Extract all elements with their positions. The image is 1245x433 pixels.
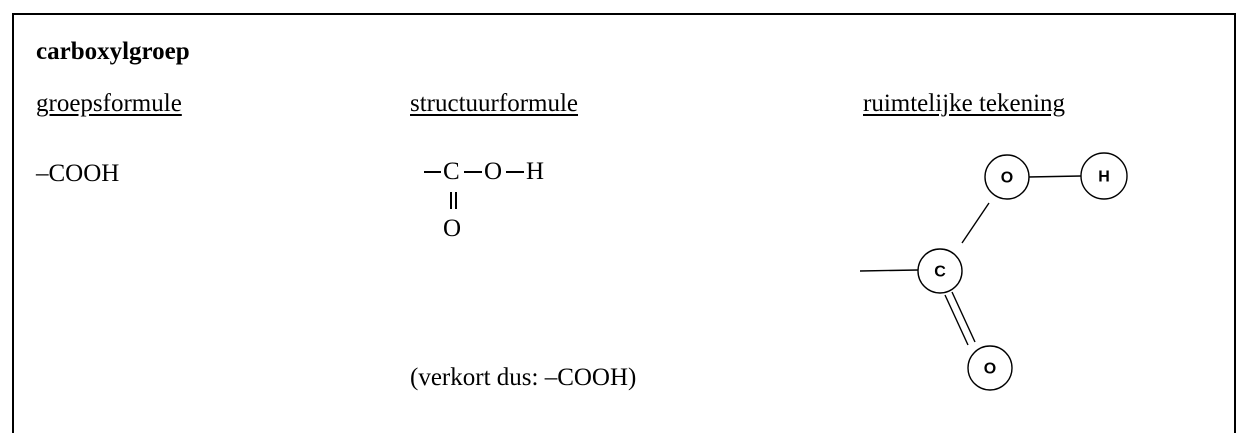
atom-o-double: O — [443, 215, 462, 242]
double-bond-line-1 — [450, 192, 452, 209]
bond-o-h — [506, 171, 524, 173]
atom-c: C — [443, 158, 460, 185]
double-bond-line-2 — [455, 192, 457, 209]
bond-left — [424, 171, 441, 173]
atom-o-single: O — [484, 158, 503, 185]
atom-h: H — [526, 158, 545, 185]
structural-formula: C O H O — [424, 156, 624, 266]
bond-c-o — [464, 171, 482, 173]
groepsformule-value: –COOH — [36, 160, 120, 187]
heading-structuurformule: structuurformule — [410, 90, 579, 117]
heading-groepsformule: groepsformule — [36, 90, 182, 117]
heading-ruimtelijke-tekening: ruimtelijke tekening — [863, 90, 1066, 117]
diagram-frame — [12, 13, 1236, 433]
abbreviation-note: (verkort dus: –COOH) — [410, 364, 637, 391]
section-title: carboxylgroep — [36, 38, 190, 65]
